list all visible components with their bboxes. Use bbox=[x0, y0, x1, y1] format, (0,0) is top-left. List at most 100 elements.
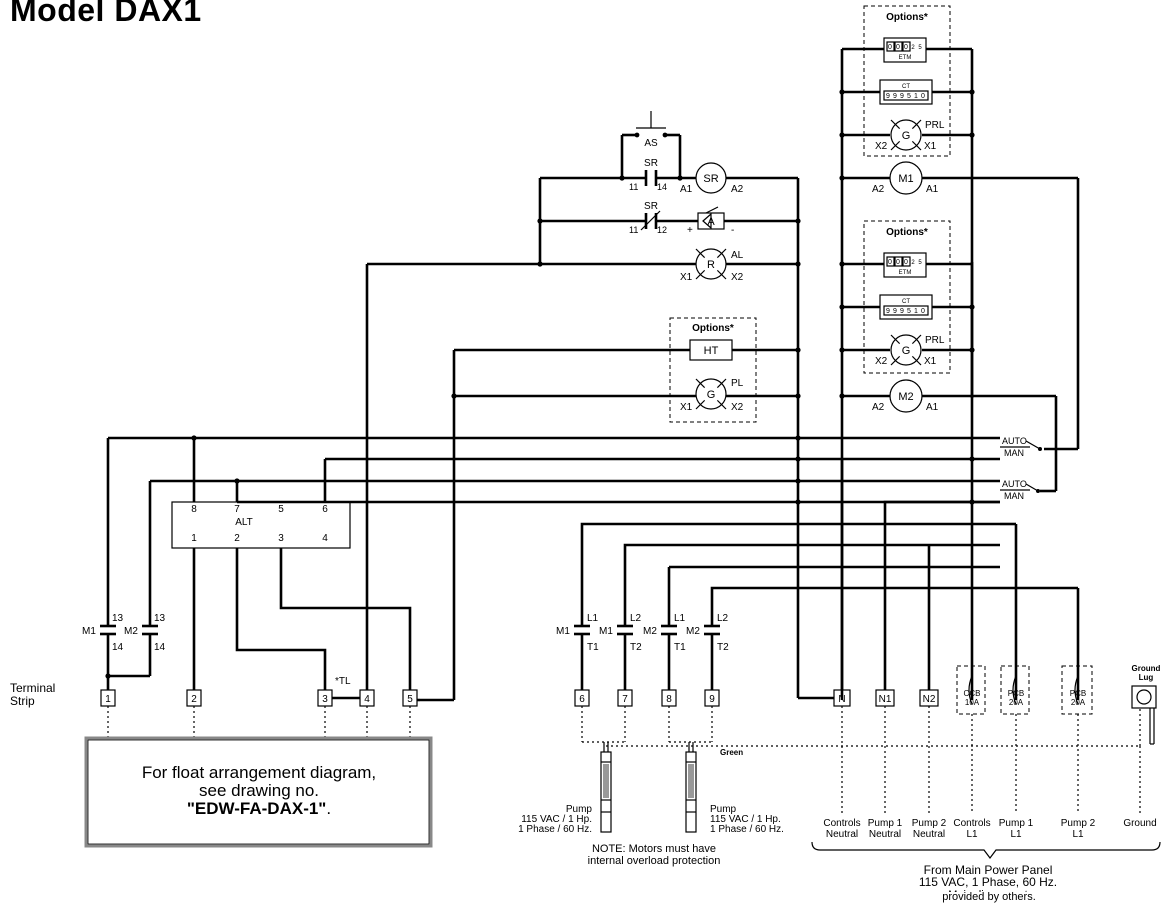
svg-text:11: 11 bbox=[629, 182, 638, 192]
svg-text:Pump 2: Pump 2 bbox=[912, 818, 947, 829]
svg-text:L1: L1 bbox=[1072, 829, 1084, 840]
svg-text:Pump: Pump bbox=[566, 804, 593, 815]
svg-text:10A: 10A bbox=[965, 698, 980, 707]
svg-text:"EDW-FA-DAX-1".: "EDW-FA-DAX-1". bbox=[187, 799, 331, 818]
svg-text:A1: A1 bbox=[926, 184, 939, 195]
breaker-pcb-1 bbox=[1000, 665, 1030, 715]
svg-text:Pump 1: Pump 1 bbox=[999, 818, 1034, 829]
svg-text:2: 2 bbox=[191, 694, 197, 705]
alternator-relay: 8 7 5 6 ALT 1 2 3 4 bbox=[171, 435, 412, 660]
svg-text:5: 5 bbox=[918, 260, 922, 266]
svg-text:X2: X2 bbox=[875, 356, 888, 367]
svg-text:X1: X1 bbox=[680, 272, 693, 283]
svg-text:M1: M1 bbox=[82, 626, 96, 637]
svg-text:Neutral: Neutral bbox=[913, 829, 945, 840]
svg-text:+: + bbox=[687, 225, 693, 236]
svg-text:PCB: PCB bbox=[1008, 689, 1024, 698]
svg-text:Ground: Ground bbox=[1132, 664, 1161, 673]
options-label-3: Options* bbox=[692, 323, 734, 334]
hoa-2-auto-label: AUTO bbox=[1002, 479, 1027, 489]
svg-text:M2: M2 bbox=[686, 626, 700, 637]
svg-text:PL: PL bbox=[731, 378, 744, 389]
svg-text:ALT: ALT bbox=[235, 517, 253, 528]
svg-text:ETM: ETM bbox=[899, 55, 912, 61]
circuit-breakers: CCB 10A PCB 20A PCB 20A bbox=[956, 665, 1093, 715]
svg-text:13: 13 bbox=[112, 613, 124, 624]
svg-text:*TL: *TL bbox=[335, 676, 351, 687]
cycle-counter-1: CT 9 9 9 5 1 0 bbox=[879, 79, 933, 105]
svg-text:5: 5 bbox=[407, 694, 413, 705]
pump-1: Pump 115 VAC / 1 Hp. 1 Phase / 60 Hz. bbox=[518, 742, 612, 835]
svg-text:9: 9 bbox=[893, 93, 897, 100]
svg-text:11: 11 bbox=[629, 225, 638, 235]
svg-text:X1: X1 bbox=[680, 402, 693, 413]
svg-text:9: 9 bbox=[886, 93, 890, 100]
svg-text:X1: X1 bbox=[924, 141, 937, 152]
svg-text:From Main Power Panel: From Main Power Panel bbox=[924, 863, 1053, 877]
svg-text:3: 3 bbox=[278, 533, 284, 544]
svg-text:For float arrangement diagram,: For float arrangement diagram, bbox=[142, 763, 376, 782]
svg-text:A: A bbox=[707, 216, 715, 228]
options-box-1 bbox=[863, 5, 951, 157]
etm-1: 0 0 0 2 5 ETM bbox=[883, 37, 927, 63]
svg-text:see drawing no.: see drawing no. bbox=[199, 781, 319, 800]
svg-text:12: 12 bbox=[657, 225, 667, 235]
sr-contact-label: SR bbox=[644, 158, 658, 169]
svg-text:M2: M2 bbox=[124, 626, 138, 637]
svg-text:X1: X1 bbox=[924, 356, 937, 367]
svg-text:Neutral: Neutral bbox=[826, 829, 858, 840]
motor-note: NOTE: Motors must have bbox=[592, 843, 716, 855]
svg-text:Ground: Ground bbox=[1123, 818, 1156, 829]
svg-text:5: 5 bbox=[918, 45, 922, 51]
svg-text:A2: A2 bbox=[731, 184, 744, 195]
heater: HT bbox=[689, 339, 733, 361]
svg-text:9: 9 bbox=[900, 308, 904, 315]
svg-text:L1: L1 bbox=[674, 613, 686, 624]
svg-text:1: 1 bbox=[105, 694, 111, 705]
svg-text:T1: T1 bbox=[674, 642, 686, 653]
svg-text:8: 8 bbox=[666, 694, 672, 705]
svg-text:4: 4 bbox=[322, 533, 328, 544]
svg-text:M1: M1 bbox=[898, 173, 913, 185]
svg-text:T2: T2 bbox=[717, 642, 729, 653]
svg-text:L2: L2 bbox=[630, 613, 642, 624]
alarm-light: R AL X1 X2 bbox=[680, 248, 744, 283]
sr-nc-contact-label: SR bbox=[644, 201, 658, 212]
motor-contacts: M1 M1 M2 M2 L1 L2 L1 L2 T1 T2 T1 T2 bbox=[556, 522, 1080, 700]
svg-text:115 VAC, 1 Phase, 60 Hz.: 115 VAC, 1 Phase, 60 Hz. bbox=[919, 875, 1057, 889]
svg-text:A1: A1 bbox=[680, 184, 693, 195]
cycle-counter-2: CT 9 9 9 5 1 0 bbox=[879, 294, 933, 320]
svg-text:115 VAC / 1 Hp.: 115 VAC / 1 Hp. bbox=[521, 814, 592, 825]
svg-text:M1: M1 bbox=[556, 626, 570, 637]
svg-text:Strip: Strip bbox=[10, 694, 35, 708]
svg-text:14: 14 bbox=[154, 642, 166, 653]
motor-power-section: 0 0 0 2 5 ETM CT 9 9 9 5 1 0 bbox=[839, 5, 1080, 700]
svg-text:9: 9 bbox=[893, 308, 897, 315]
svg-text:1: 1 bbox=[191, 533, 197, 544]
svg-text:L1: L1 bbox=[587, 613, 599, 624]
ground-lug: Ground Lug bbox=[1131, 664, 1161, 745]
pump-2: Pump 115 VAC / 1 Hp. 1 Phase / 60 Hz. bbox=[685, 742, 784, 835]
svg-text:0: 0 bbox=[888, 44, 892, 51]
terminal-strip: Terminal Strip 1 2 3 4 5 *TL 6 7 8 9 N N bbox=[10, 458, 1000, 708]
svg-text:A2: A2 bbox=[872, 402, 885, 413]
svg-text:4: 4 bbox=[364, 694, 370, 705]
options-label-1: Options* bbox=[886, 12, 928, 23]
svg-text:5: 5 bbox=[907, 308, 911, 315]
motor-starter-coil-m1: M1 A2 A1 bbox=[872, 161, 939, 195]
svg-text:G: G bbox=[707, 389, 716, 401]
svg-text:G: G bbox=[902, 130, 911, 142]
svg-text:7: 7 bbox=[622, 694, 628, 705]
breaker-ccb bbox=[956, 665, 986, 715]
auxiliary-contacts: M1 M2 13 14 13 14 bbox=[82, 438, 166, 690]
field-wiring: Green bbox=[107, 706, 1141, 814]
svg-text:AL: AL bbox=[731, 250, 744, 261]
svg-text:9: 9 bbox=[900, 93, 904, 100]
svg-text:2: 2 bbox=[911, 260, 915, 266]
svg-text:PRL: PRL bbox=[925, 120, 945, 131]
run-light-2: G PRL X2 X1 bbox=[875, 334, 945, 367]
hoa-2-man-label: MAN bbox=[1004, 491, 1024, 501]
svg-text:Controls: Controls bbox=[953, 818, 990, 829]
control-circuit: AS SR 11 14 SR A1 A2 SR 11 12 A bbox=[365, 111, 834, 702]
